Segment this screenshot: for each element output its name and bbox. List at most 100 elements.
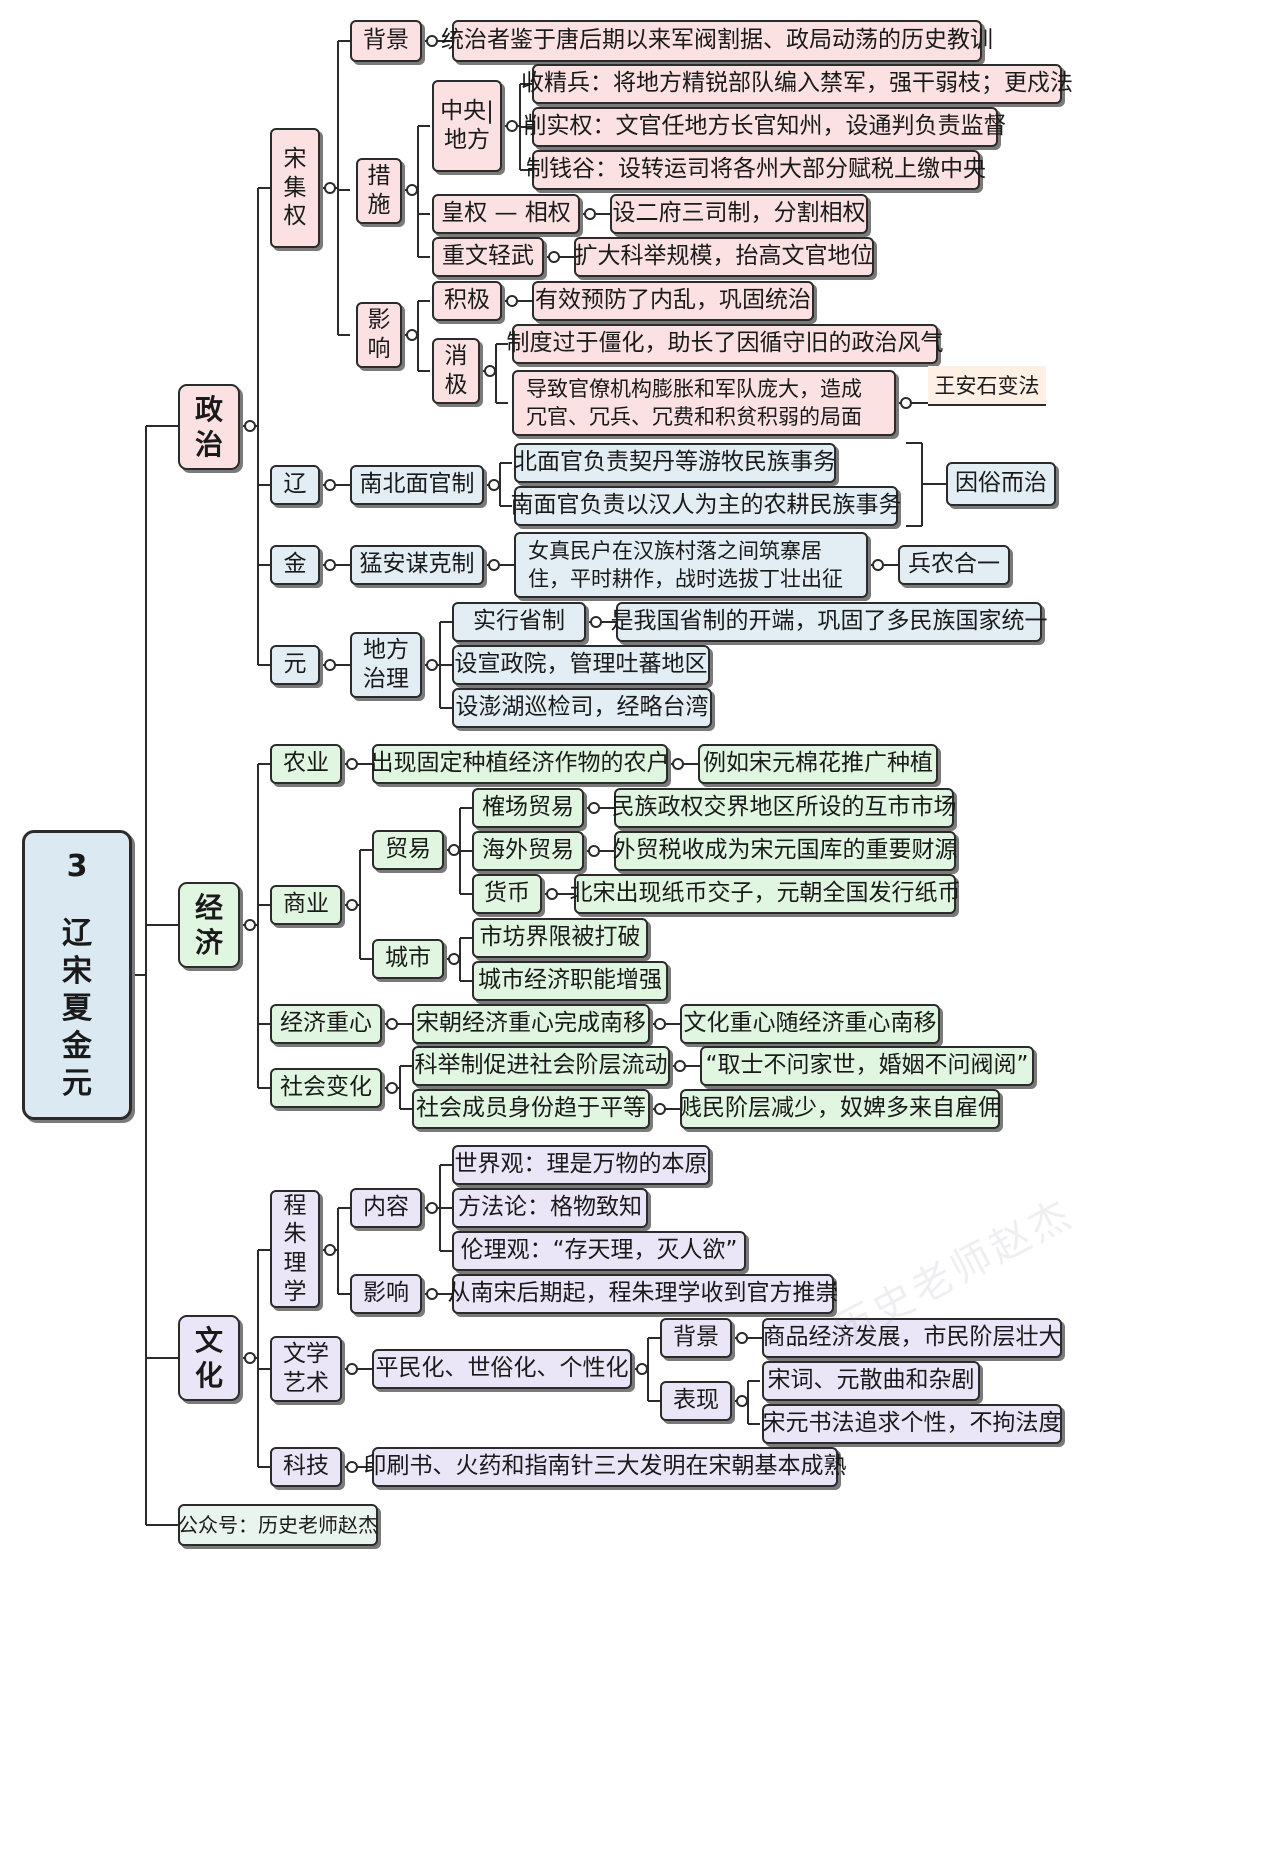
commerce-label: 商业 — [270, 885, 342, 925]
connector-knob — [588, 845, 600, 857]
neo-influence-text: 从南宋后期起，程朱理学收到官方推崇 — [448, 1274, 839, 1314]
category-culture: 文化 — [178, 1315, 240, 1401]
yuan-penghu: 设澎湖巡检司，经略台湾 — [452, 688, 712, 728]
neo-ethics: 伦理观：“存天理，灭人欲” — [452, 1231, 746, 1271]
connector-knob — [426, 659, 438, 671]
connector-knob — [324, 659, 336, 671]
jin-description: 女真民户在汉族村落之间筑寨居住，平时耕作，战时选拔丁壮出征 — [514, 532, 868, 598]
connector-knob — [900, 397, 912, 409]
connector-knob — [546, 888, 558, 900]
connector-knob — [448, 953, 460, 965]
neo-worldview: 世界观：理是万物的本原 — [452, 1145, 710, 1185]
society-exam-mobility: 科举制促进社会阶层流动 — [412, 1046, 670, 1086]
emperor-minister-text: 设二府三司制，分割相权 — [610, 194, 868, 234]
trade-label: 贸易 — [372, 830, 444, 870]
connector-knob — [654, 1018, 666, 1030]
trade-border-market: 榷场贸易 — [472, 788, 584, 828]
connector-knob — [872, 559, 884, 571]
connector-knob — [448, 844, 460, 856]
connector-knob — [324, 479, 336, 491]
connector-knob — [672, 758, 684, 770]
yuan-province-note: 是我国省制的开端，巩固了多民族国家统一 — [611, 602, 1048, 642]
civil-over-military-text: 扩大科举规模，抬高文官地位 — [574, 237, 874, 277]
literature-ci-qu: 宋词、元散曲和杂剧 — [762, 1361, 980, 1401]
neo-confucianism-label: 程朱理学 — [270, 1190, 320, 1308]
connector-knob — [654, 1103, 666, 1115]
connector-knob — [506, 120, 518, 132]
agriculture-label: 农业 — [270, 744, 342, 784]
society-servants: 贱民阶层减少，奴婢多来自雇佣 — [679, 1089, 1001, 1129]
literature-art-label: 文学艺术 — [270, 1336, 342, 1402]
connector-knob — [324, 559, 336, 571]
agriculture-example: 例如宋元棉花推广种植 — [698, 744, 938, 784]
connector-knob — [346, 1363, 358, 1375]
wang-anshi-reform: 王安石变法 — [928, 366, 1046, 406]
connector-knob — [386, 1018, 398, 1030]
trade-currency-text: 北宋出现纸币交子，元朝全国发行纸币 — [570, 874, 961, 914]
connector-knob — [736, 1395, 748, 1407]
central-local-label: 中央|地方 — [432, 80, 502, 172]
root-topic: 3 辽宋夏金元 — [22, 830, 132, 1120]
yuan-xuanzheng: 设宣政院，管理吐蕃地区 — [452, 645, 710, 685]
yuan-label: 元 — [270, 645, 320, 685]
society-equality: 社会成员身份趋于平等 — [412, 1089, 650, 1129]
connector-knob — [244, 420, 256, 432]
connector-knob — [636, 1363, 648, 1375]
literature-background-text: 商品经济发展，市民阶层壮大 — [762, 1318, 1062, 1358]
connector-knob — [588, 802, 600, 814]
neo-methodology: 方法论：格物致知 — [452, 1188, 648, 1228]
connector-knob — [584, 208, 596, 220]
neo-influence-label: 影响 — [350, 1274, 422, 1314]
measure-money: 制钱谷：设转运司将各州大部分赋税上缴中央 — [526, 150, 986, 190]
connector-knob — [406, 184, 418, 196]
category-economy: 经济 — [178, 882, 240, 968]
city-wards-broken: 市坊界限被打破 — [472, 918, 648, 958]
connector-knob — [346, 1461, 358, 1473]
economic-center-label: 经济重心 — [270, 1004, 382, 1044]
connector-knob — [426, 1202, 438, 1214]
connector-knob — [386, 1082, 398, 1094]
connector-knob — [406, 329, 418, 341]
jin-system: 猛安谋克制 — [350, 545, 484, 585]
connector-knob — [488, 479, 500, 491]
song-background-text: 统治者鉴于唐后期以来军阀割据、政局动荡的历史教训 — [441, 20, 993, 62]
economic-center-note: 文化重心随经济重心南移 — [680, 1004, 940, 1044]
connector-knob — [548, 251, 560, 263]
city-functions: 城市经济职能增强 — [472, 961, 668, 1001]
agriculture-text: 出现固定种植经济作物的农户 — [371, 744, 670, 784]
society-exam-quote: “取士不问家世，婚姻不问阀阅” — [700, 1046, 1034, 1086]
connector-knob — [426, 35, 438, 47]
society-label: 社会变化 — [270, 1068, 382, 1108]
song-measures-label: 措施 — [356, 158, 402, 224]
liao-north-officials: 北面官负责契丹等游牧民族事务 — [514, 443, 836, 483]
connector-knob — [346, 899, 358, 911]
yuan-local-governance: 地方治理 — [350, 632, 422, 698]
connector-knob — [736, 1332, 748, 1344]
connector-knob — [590, 616, 602, 628]
literature-art-traits: 平民化、世俗化、个性化 — [372, 1349, 632, 1389]
trade-border-market-text: 民族政权交界地区所设的互市市场 — [612, 788, 957, 828]
trade-overseas: 海外贸易 — [472, 831, 584, 871]
connector-knob — [324, 182, 336, 194]
literature-background-label: 背景 — [660, 1318, 732, 1358]
positive-text: 有效预防了内乱，巩固统治 — [532, 281, 814, 321]
technology-label: 科技 — [270, 1447, 342, 1487]
jin-label: 金 — [270, 545, 320, 585]
measure-soldiers: 收精兵：将地方精锐部队编入禁军，强干弱枝；更戍法 — [521, 64, 1073, 104]
footer-account: 公众号：历史老师赵杰 — [178, 1504, 378, 1546]
negative-redundancy: 导致官僚机构膨胀和军队庞大，造成冗官、冗兵、冗费和积贫积弱的局面 — [512, 370, 896, 436]
connector-knob — [674, 1060, 686, 1072]
yuan-province-system: 实行省制 — [452, 602, 586, 642]
city-label: 城市 — [372, 939, 444, 979]
liao-system: 南北面官制 — [350, 465, 484, 505]
connector-knob — [426, 1288, 438, 1300]
connector-knob — [346, 758, 358, 770]
emperor-minister-label: 皇权 — 相权 — [432, 194, 580, 234]
connector-knob — [244, 1352, 256, 1364]
civil-over-military-label: 重文轻武 — [432, 237, 544, 277]
liao-label: 辽 — [270, 465, 320, 505]
measure-power: 削实权：文官任地方长官知州，设通判负责监督 — [524, 107, 1007, 147]
connector-knob — [324, 1244, 336, 1256]
connector-knob — [506, 295, 518, 307]
category-politics: 政治 — [178, 384, 240, 470]
